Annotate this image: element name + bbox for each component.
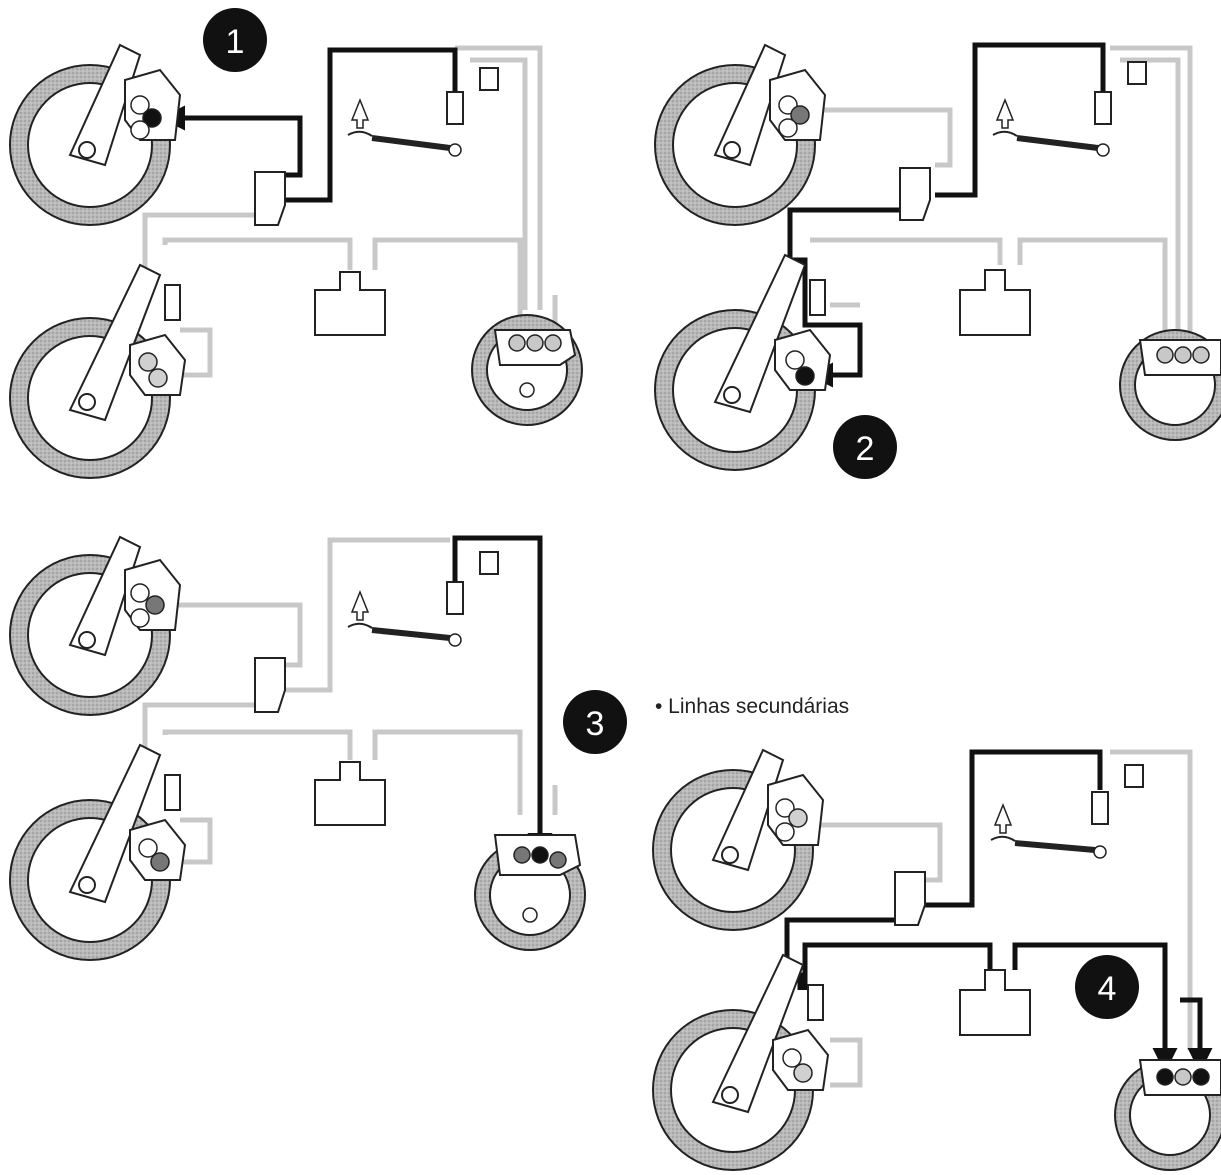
active-brake-line: [787, 42, 1106, 388]
front-wheel-upper: [9, 43, 182, 226]
front-wheel-lower: [654, 253, 832, 471]
master-cylinder: [1094, 61, 1147, 125]
brake-pedal: [992, 97, 1110, 157]
step-number: 3: [586, 705, 605, 743]
delay-valve: [894, 871, 926, 926]
front-wheel-lower: [9, 743, 187, 961]
step-number: 4: [1098, 970, 1117, 1008]
proportioning-valve: [314, 761, 386, 826]
active-brake-line: [160, 47, 458, 203]
delay-valve: [254, 171, 286, 226]
rear-wheel: [471, 314, 583, 426]
inactive-brake-lines: [142, 45, 558, 378]
proportioning-valve: [314, 271, 386, 336]
delay-valve: [899, 167, 931, 221]
panel-3: 3: [9, 535, 627, 961]
front-wheel-upper: [652, 748, 825, 931]
step-number: 1: [226, 23, 245, 61]
inactive-brake-lines: [805, 45, 1193, 340]
rear-wheel: [1114, 1059, 1221, 1171]
panel-2: 2: [654, 42, 1221, 479]
active-brake-line: [452, 535, 553, 858]
rear-wheel: [1119, 329, 1221, 441]
step-number: 2: [856, 430, 875, 468]
secondary-lines-note: • Linhas secundárias: [655, 695, 849, 718]
master-cylinder: [1091, 764, 1144, 825]
brake-pedal: [990, 802, 1107, 859]
front-wheel-upper: [654, 43, 827, 226]
brake-pedal: [347, 589, 462, 647]
step-badge-1: 1: [203, 8, 267, 72]
master-cylinder: [446, 67, 499, 125]
front-wheel-lower: [9, 263, 187, 479]
brake-pedal: [347, 97, 462, 157]
master-cylinder: [446, 551, 499, 615]
step-badge-3: 3: [563, 690, 627, 754]
delay-valve: [254, 657, 286, 713]
panel-1: 1: [9, 8, 583, 479]
rear-wheel: [474, 834, 586, 951]
front-wheel-upper: [9, 535, 182, 716]
step-badge-2: 2: [833, 415, 897, 479]
proportioning-valve: [959, 969, 1031, 1036]
proportioning-valve: [959, 269, 1031, 336]
panel-4: 4: [652, 748, 1221, 1171]
front-wheel-lower: [652, 953, 830, 1171]
step-badge-4: 4: [1075, 955, 1139, 1019]
